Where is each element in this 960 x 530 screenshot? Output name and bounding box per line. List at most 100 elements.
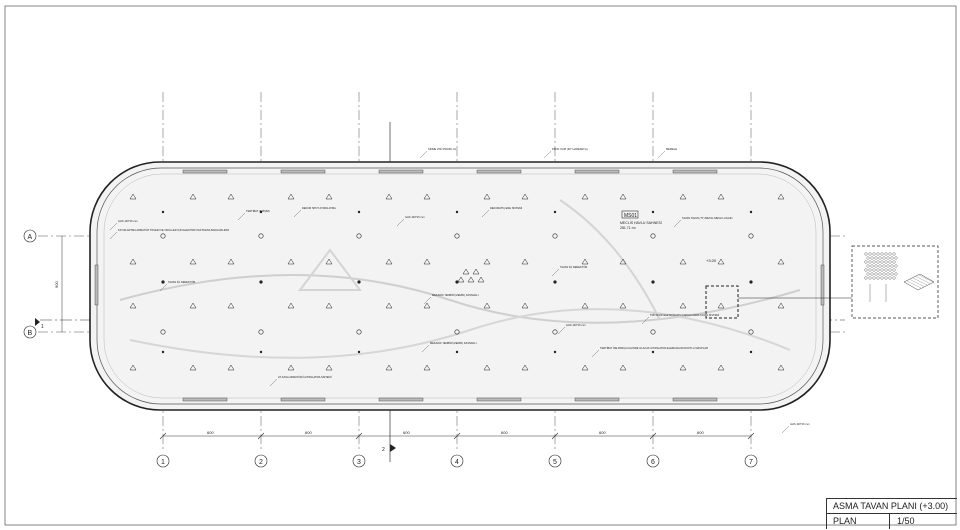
spot-fixture — [423, 302, 431, 309]
grid-bubble-col — [744, 454, 758, 468]
slot-light-bottom — [378, 397, 424, 402]
small-fixture — [357, 350, 361, 354]
mesh-cell — [884, 268, 888, 272]
mesh-cell — [880, 252, 884, 256]
note-leader — [673, 219, 682, 228]
title-block-divider — [889, 514, 890, 529]
section-marker-bottom: 2 — [382, 447, 385, 453]
mesh-cell — [864, 252, 868, 256]
grid-bubble-col — [156, 454, 170, 468]
level-tag: +3.00 — [706, 258, 717, 263]
spot-fixture — [325, 302, 333, 309]
downlight-fixture — [748, 233, 754, 239]
annotation-note: GHS 100*16 mm — [118, 219, 138, 223]
spot-fixture — [129, 258, 137, 265]
spot-fixture — [189, 193, 197, 200]
mesh-cell — [882, 256, 886, 260]
mesh-cell — [878, 264, 882, 268]
downlight-fixture — [552, 329, 558, 335]
slot-light-side — [820, 264, 825, 306]
grid-bubble-label: 4 — [455, 459, 459, 466]
annotation-note: PROF. KAPI (90° HAREKETLI) — [552, 147, 588, 151]
spot-fixture — [385, 258, 393, 265]
note-leader — [293, 209, 302, 218]
mesh-cell — [874, 264, 878, 268]
downlight-fixture — [160, 233, 166, 239]
mesh-iso-line — [906, 280, 922, 289]
sheet-border — [4, 5, 957, 526]
grid-bubble-label: 3 — [357, 459, 361, 466]
grid-bubble-label: 6 — [651, 459, 655, 466]
mesh-cell — [892, 268, 896, 272]
note-leader — [159, 283, 168, 292]
grid-bubble-col — [450, 454, 464, 468]
spot-fixture — [385, 364, 393, 371]
spot-fixture — [717, 302, 725, 309]
spot-fixture — [457, 276, 465, 283]
ceiling-panel-edge — [103, 173, 817, 399]
small-fixture — [651, 210, 655, 214]
slot-light-top — [476, 169, 522, 174]
spot-fixture — [227, 193, 235, 200]
detector-fixture — [553, 280, 557, 284]
downlight-fixture — [650, 329, 656, 335]
ceiling-outer-outline — [89, 161, 831, 411]
spot-fixture — [129, 364, 137, 371]
spot-fixture — [679, 364, 687, 371]
annotation-note: TAVAN TAVAN (TT) METAL MESH LUGGIN — [682, 216, 733, 220]
downlight-fixture — [258, 233, 264, 239]
mesh-cell — [892, 276, 896, 280]
note-leader — [109, 222, 118, 231]
mesh-cell — [864, 268, 868, 272]
mesh-cell — [872, 276, 876, 280]
spot-fixture — [227, 364, 235, 371]
dimension-label: 600 — [697, 430, 704, 435]
watermark-curve — [129, 308, 791, 359]
mesh-cell — [868, 268, 872, 272]
mesh-cell — [866, 264, 870, 268]
spot-fixture — [227, 258, 235, 265]
detail-panel — [851, 245, 939, 319]
annotation-note: TERTİBAT (ERİŞİM) — [246, 208, 270, 213]
downlight-fixture — [454, 329, 460, 335]
slot-light-top — [182, 169, 228, 174]
mesh-cell — [864, 276, 868, 280]
spot-fixture — [679, 258, 687, 265]
mesh-cell — [872, 268, 876, 272]
view-label: PLAN — [833, 516, 857, 526]
slot-light-top — [672, 169, 718, 174]
detector-fixture — [651, 280, 655, 284]
spot-fixture — [581, 302, 589, 309]
spot-fixture — [287, 193, 295, 200]
mesh-cell — [888, 268, 892, 272]
grid-bubble-label: A — [28, 234, 33, 241]
dimension-label: 600 — [599, 430, 606, 435]
downlight-fixture — [258, 329, 264, 335]
mesh-cell — [876, 252, 880, 256]
room-name: MECLİS HAVLU SAHNESİ — [620, 220, 662, 225]
spot-fixture — [679, 193, 687, 200]
spot-fixture — [777, 302, 785, 309]
watermark-shape — [559, 199, 661, 321]
grid-bubble-label: 1 — [161, 459, 165, 466]
light-fixtures — [129, 193, 785, 371]
detector-fixture — [259, 280, 263, 284]
mesh-cell — [890, 256, 894, 260]
mesh-cell — [876, 268, 880, 272]
spot-fixture — [129, 302, 137, 309]
downlight-fixture — [552, 233, 558, 239]
title-block-row: PLAN 1/50 — [827, 514, 957, 529]
mesh-cell — [874, 256, 878, 260]
spot-fixture — [581, 258, 589, 265]
spot-fixture — [385, 193, 393, 200]
grid-bubble-col — [352, 454, 366, 468]
grid-bubble-label: B — [28, 330, 33, 337]
mesh-cell — [870, 264, 874, 268]
mesh-cell — [888, 260, 892, 264]
note-leader — [551, 268, 560, 277]
spot-fixture — [619, 258, 627, 265]
annotation-note: GHS 100*16 mm — [405, 215, 425, 219]
mesh-iso-view — [903, 273, 935, 291]
